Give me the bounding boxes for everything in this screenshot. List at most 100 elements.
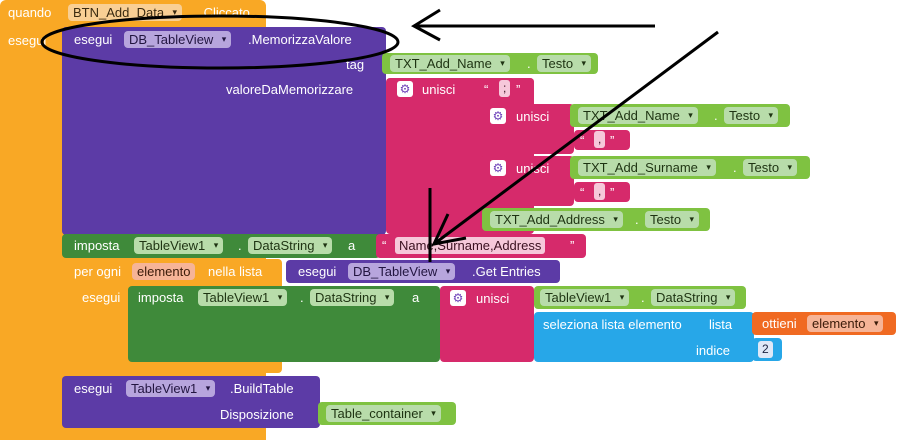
set-loop-component-label: TableView1	[203, 290, 270, 305]
tag-component-label: TXT_Add_Name	[395, 56, 492, 71]
inner1-comma-text[interactable]: ,	[594, 131, 606, 148]
chevron-down-icon: ▾	[500, 58, 505, 68]
get-entries-do-label: esegui	[298, 264, 337, 279]
inner1-component-label: TXT_Add_Name	[583, 108, 680, 123]
tag-component-dropdown[interactable]: TXT_Add_Name ▾	[390, 55, 510, 72]
set-header-component-dropdown[interactable]: TableView1 ▾	[134, 237, 224, 254]
store-method-label: .MemorizzaValore	[248, 32, 352, 47]
foreach-do-label: esegui	[82, 290, 121, 305]
set-loop-to-label: a	[412, 290, 420, 305]
header-text[interactable]: Name,Surname,Address	[395, 237, 546, 254]
chevron-down-icon: ▾	[706, 162, 711, 172]
set-header-property-dropdown[interactable]: DataString▾	[248, 237, 333, 254]
chevron-down-icon: ▾	[221, 34, 227, 44]
inner2-property-label: Testo	[748, 160, 780, 175]
set-header-label: imposta	[74, 238, 120, 253]
get-variable-dropdown[interactable]: elemento▾	[807, 315, 884, 332]
chevron-down-icon: ▾	[205, 383, 211, 393]
tag-property-dropdown[interactable]: Testo ▾	[537, 55, 592, 72]
gear-icon[interactable]: ⚙	[490, 160, 506, 176]
select-index-label: indice	[696, 343, 730, 358]
chevron-down-icon: ▾	[277, 292, 283, 302]
set-loop-label: imposta	[138, 290, 184, 305]
inner1-property-label: Testo	[729, 108, 761, 123]
set-loop-dot: .	[300, 290, 304, 305]
chevron-down-icon: ▾	[445, 266, 451, 276]
address-dot: .	[635, 212, 639, 227]
separator-text[interactable]: ;	[499, 80, 511, 97]
inner1-property-dropdown[interactable]: Testo▾	[724, 107, 779, 124]
chevron-down-icon: ▾	[431, 408, 436, 418]
build-do-label: esegui	[74, 381, 113, 396]
inner2-dot: .	[733, 160, 737, 175]
gear-icon[interactable]: ⚙	[397, 81, 413, 97]
build-arrangement-label: Disposizione	[220, 407, 294, 422]
pointer-arrowhead-horizontal	[410, 8, 441, 42]
gear-icon[interactable]: ⚙	[490, 108, 506, 124]
build-component-dropdown[interactable]: TableView1 ▾	[126, 380, 216, 397]
tag-property-label: Testo	[542, 56, 574, 71]
address-component-dropdown[interactable]: TXT_Add_Address▾	[490, 211, 623, 228]
store-do-label: esegui	[74, 32, 113, 47]
set-loop-property-dropdown[interactable]: DataString ▾	[310, 289, 395, 306]
chevron-down-icon: ▾	[172, 7, 178, 17]
chevron-down-icon: ▾	[619, 292, 625, 302]
get-variable-label: ottieni	[762, 316, 797, 331]
arrangement-dropdown[interactable]: Table_container ▾	[326, 405, 441, 422]
loop-ref-component-label: TableView1	[545, 290, 612, 305]
chevron-down-icon: ▾	[689, 214, 695, 224]
event-name-label: .Cliccato	[200, 5, 250, 20]
chevron-down-icon: ▾	[322, 240, 328, 250]
join-outer-label: unisci	[422, 82, 456, 97]
chevron-down-icon: ▾	[581, 58, 587, 68]
store-component-dropdown[interactable]: DB_TableView▾	[124, 31, 232, 48]
event-when-label: quando	[8, 5, 52, 20]
arrangement-value-label: Table_container	[331, 406, 423, 421]
build-component-label: TableView1	[131, 381, 198, 396]
header-quote-open: “	[382, 238, 387, 253]
index-number[interactable]: 2	[758, 341, 773, 358]
store-value-call-block[interactable]	[62, 27, 386, 235]
join-inner1-label: unisci	[516, 109, 550, 124]
inner1-comma-close: ”	[610, 133, 615, 148]
chevron-down-icon: ▾	[384, 292, 390, 302]
separator-quote-close: ”	[516, 82, 521, 97]
foreach-in-list-label: nella lista	[208, 264, 263, 279]
set-header-to-label: a	[348, 238, 356, 253]
header-quote-close: ”	[570, 238, 575, 253]
address-property-dropdown[interactable]: Testo▾	[645, 211, 700, 228]
loop-join-label: unisci	[476, 291, 510, 306]
separator-quote-open: “	[484, 82, 489, 97]
foreach-variable-label: elemento	[137, 264, 191, 279]
select-list-item-block[interactable]	[534, 312, 754, 362]
chevron-down-icon: ▾	[725, 292, 731, 302]
get-variable-name: elemento	[812, 316, 866, 331]
inner1-comma-open: “	[580, 133, 585, 148]
inner2-comma-text[interactable]: ,	[594, 183, 606, 200]
gear-icon[interactable]: ⚙	[450, 290, 466, 306]
set-loop-component-dropdown[interactable]: TableView1 ▾	[198, 289, 288, 306]
set-loop-property-label: DataString	[315, 290, 377, 305]
chevron-down-icon: ▾	[787, 162, 793, 172]
get-entries-component-dropdown[interactable]: DB_TableView▾	[348, 263, 456, 280]
foreach-variable-field[interactable]: elemento	[132, 263, 196, 280]
join-inner2-label: unisci	[516, 161, 550, 176]
loop-ref-component-dropdown[interactable]: TableView1 ▾	[540, 289, 630, 306]
event-do-label: esegui	[8, 33, 47, 48]
inner2-comma-open: “	[580, 185, 585, 200]
get-entries-method-label: .Get Entries	[472, 264, 541, 279]
inner1-component-dropdown[interactable]: TXT_Add_Name▾	[578, 107, 698, 124]
set-header-dot: .	[238, 238, 242, 253]
select-item-label: seleziona lista elemento	[543, 317, 682, 332]
event-component-label: BTN_Add_Data	[73, 5, 165, 20]
foreach-label: per ogni	[74, 264, 121, 279]
loop-ref-property-label: DataString	[656, 290, 718, 305]
inner2-property-dropdown[interactable]: Testo ▾	[743, 159, 798, 176]
chevron-down-icon: ▾	[213, 240, 219, 250]
loop-ref-property-dropdown[interactable]: DataString ▾	[651, 289, 736, 306]
inner2-component-dropdown[interactable]: TXT_Add_Surname ▾	[578, 159, 716, 176]
set-header-component-label: TableView1	[139, 238, 206, 253]
event-component-dropdown[interactable]: BTN_Add_Data ▾	[68, 4, 183, 21]
inner2-component-label: TXT_Add_Surname	[583, 160, 698, 175]
value-socket-label: valoreDaMemorizzare	[226, 82, 354, 97]
